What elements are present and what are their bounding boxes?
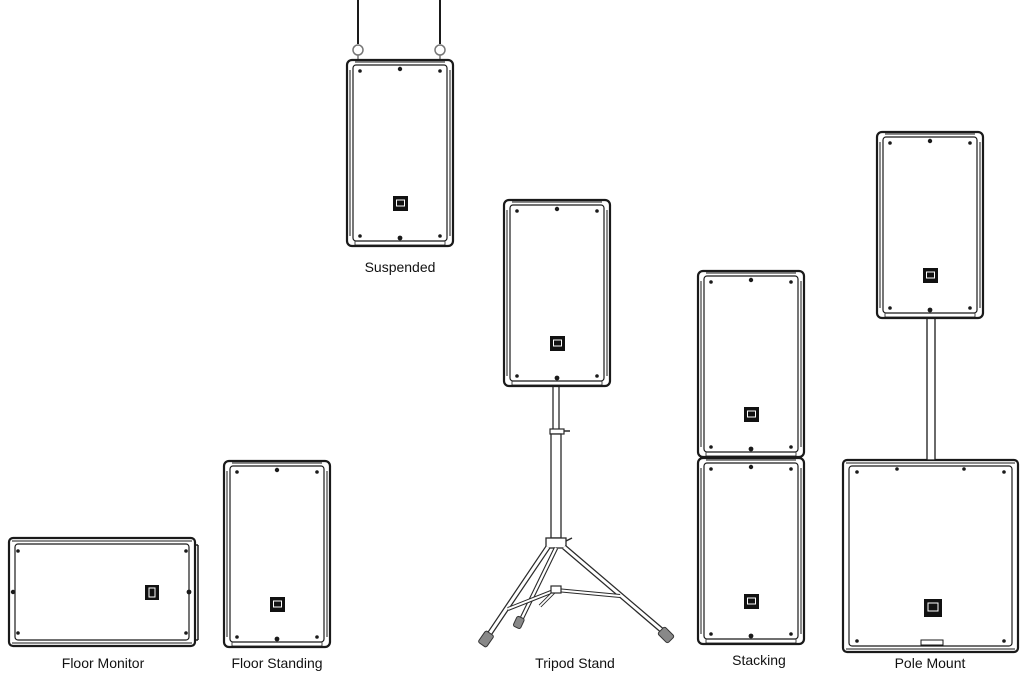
suspended-speaker [345, 58, 455, 248]
stacking-group: Stacking [696, 269, 806, 668]
tripod-speaker [502, 198, 612, 388]
subwoofer [841, 458, 1020, 654]
label-stacking: Stacking [732, 652, 786, 668]
floor-standing-speaker [222, 459, 332, 649]
eyebolt-icons [352, 44, 446, 60]
label-floor-standing: Floor Standing [231, 655, 322, 671]
stacked-speaker-bottom [696, 456, 806, 646]
floor-monitor-speaker [7, 536, 199, 648]
pole-mount-group: Pole Mount [841, 130, 1020, 671]
tripod-stand-group: Tripod Stand [478, 198, 675, 671]
label-floor-monitor: Floor Monitor [62, 655, 145, 671]
label-tripod-stand: Tripod Stand [535, 655, 615, 671]
tripod-stand [478, 385, 675, 648]
label-pole-mount: Pole Mount [895, 655, 966, 671]
label-suspended: Suspended [365, 259, 436, 275]
mounting-pole [926, 317, 936, 461]
floor-standing-group: Floor Standing [222, 459, 332, 671]
stacked-speaker-top [696, 269, 806, 459]
suspension-cables [357, 0, 441, 44]
pole-mounted-speaker [875, 130, 985, 320]
suspended-group: Suspended [345, 0, 455, 275]
floor-monitor-group: Floor Monitor [7, 536, 199, 671]
